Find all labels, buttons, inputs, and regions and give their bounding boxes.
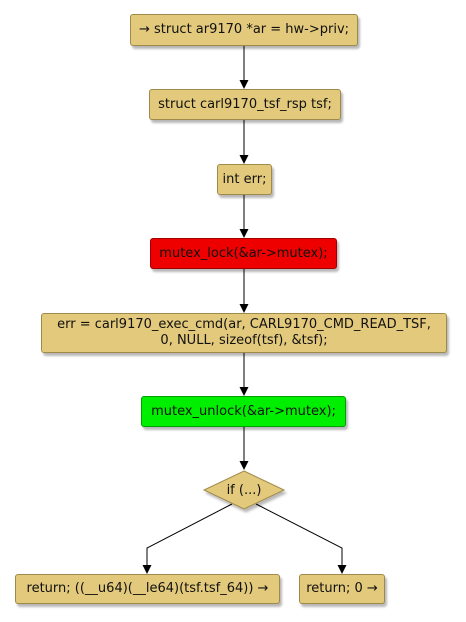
node-ar-assign-label: → struct ar9170 *ar = hw->priv; [138, 22, 350, 37]
arrowhead [239, 80, 249, 89]
node-return-tsf: return; ((__u64)(__le64)(tsf.tsf_64)) → [15, 574, 280, 604]
node-return-zero-label: return; 0 → [306, 581, 378, 596]
arrowhead [142, 565, 152, 574]
node-exec-cmd: err = carl9170_exec_cmd(ar, CARL9170_CMD… [41, 313, 447, 353]
node-mutex-unlock: mutex_unlock(&ar->mutex); [141, 396, 346, 427]
arrowhead [337, 565, 347, 574]
node-mutex-lock: mutex_lock(&ar->mutex); [150, 238, 337, 269]
node-err-decl-label: int err; [222, 171, 267, 187]
decision-label: if (...) [204, 481, 284, 499]
edge-decision-right [255, 503, 343, 568]
arrowhead [239, 229, 249, 238]
arrowhead [239, 155, 249, 164]
node-return-zero: return; 0 → [299, 574, 385, 604]
arrowhead [239, 304, 249, 313]
node-return-tsf-label: return; ((__u64)(__le64)(tsf.tsf_64)) → [26, 581, 269, 596]
node-tsf-decl-label: struct carl9170_tsf_rsp tsf; [158, 96, 332, 112]
arrowhead [239, 387, 249, 396]
node-ar-assign: → struct ar9170 *ar = hw->priv; [130, 14, 358, 46]
node-exec-cmd-label: err = carl9170_exec_cmd(ar, CARL9170_CMD… [57, 317, 431, 348]
decision-diamond [202, 470, 286, 510]
arrowhead [239, 461, 249, 470]
node-tsf-decl: struct carl9170_tsf_rsp tsf; [149, 89, 341, 120]
edge-decision-left [146, 503, 233, 568]
decision-text: if (...) [226, 482, 262, 498]
node-mutex-lock-label: mutex_lock(&ar->mutex); [159, 245, 328, 261]
node-mutex-unlock-label: mutex_unlock(&ar->mutex); [151, 403, 336, 419]
node-err-decl: int err; [217, 164, 272, 195]
